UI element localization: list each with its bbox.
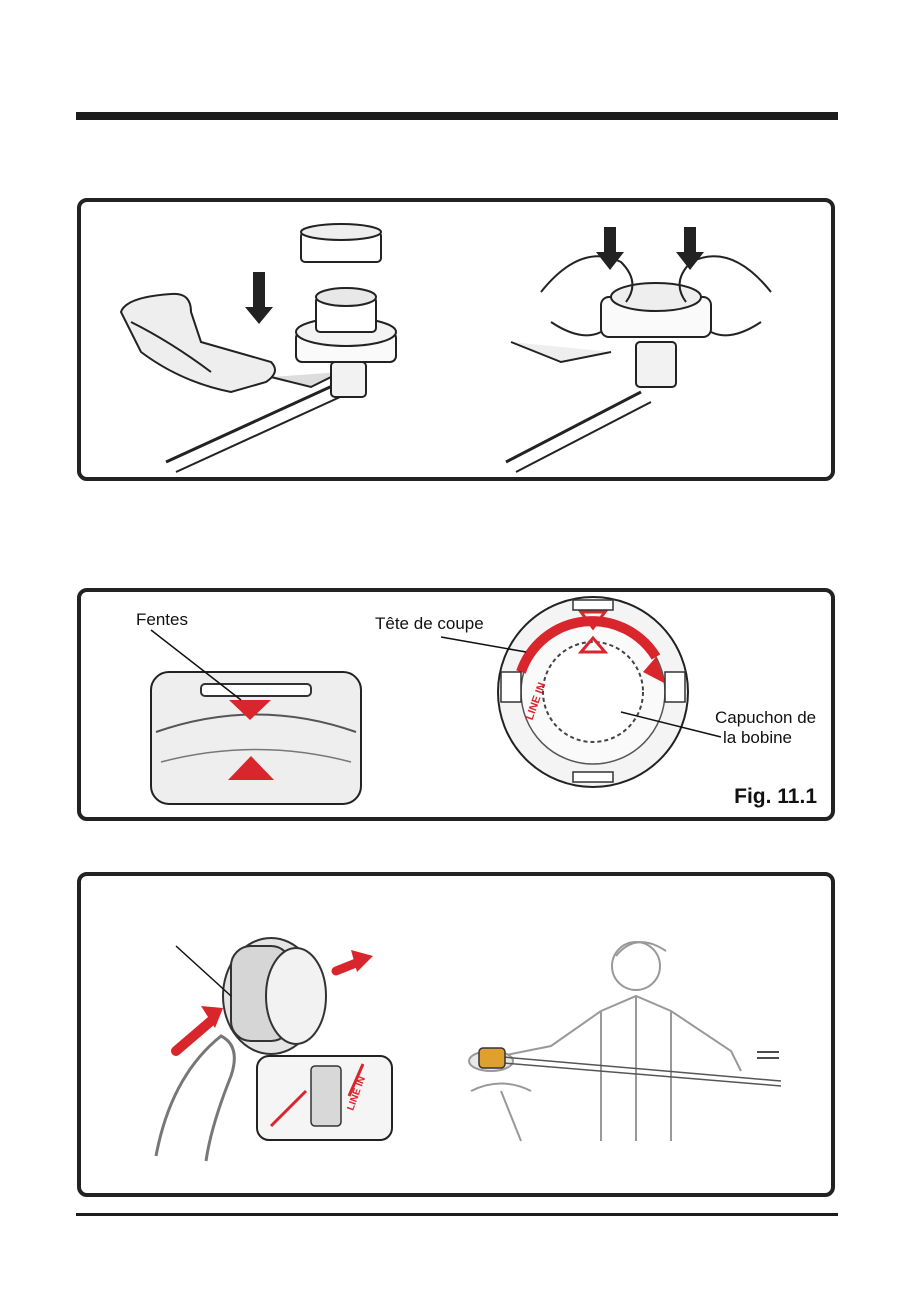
spool-cap-label-line2: la bobine [723,728,792,747]
figure-panel-1 [77,198,835,481]
top-rule [76,112,838,120]
figure-panel-3: LINE IN [77,872,835,1197]
slots-label: Fentes [136,610,188,629]
figure-number: Fig. 11.1 [734,785,817,809]
figure-panel-2: Fentes Tête de coupe Capuchon de la bobi… [77,588,835,821]
cutting-head-label: Tête de coupe [375,614,484,633]
trimmer-head-assembly-illustration [81,202,831,477]
spool-cap-label-line1: Capuchon de [715,708,816,727]
line-feeding-illustration [81,876,831,1193]
bottom-rule [76,1213,838,1216]
